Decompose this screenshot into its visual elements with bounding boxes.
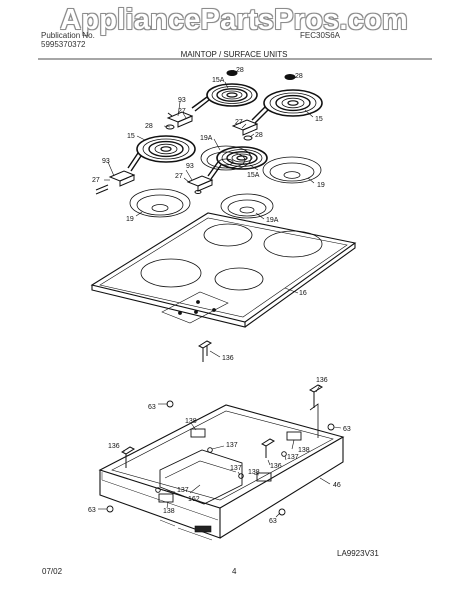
label-136: 136: [270, 463, 282, 470]
bracket-136-center-right: [260, 438, 276, 458]
label-137: 137: [287, 454, 299, 461]
publication-label: Publication No.: [41, 31, 95, 40]
terminal-block-93-top: [166, 111, 194, 128]
label-137: 137: [226, 442, 238, 449]
label-93: 93: [178, 97, 186, 104]
maintop-16: [90, 212, 357, 328]
screw-137-set: [155, 447, 287, 493]
label-19a: 19A: [266, 217, 279, 224]
label-19a: 19A: [200, 135, 213, 142]
part-labels: 28 15A 28 93 27 28 15 27 19A 28 15 93 27…: [88, 67, 351, 525]
label-93: 93: [102, 158, 110, 165]
label-15: 15: [127, 133, 135, 140]
watermark: AppliancePartsPros.com: [60, 4, 408, 36]
diagram-code: LA9923V31: [337, 549, 379, 558]
bracket-136-center: [197, 340, 213, 362]
page-number: 4: [232, 567, 237, 576]
surface-coil-15a-back: [191, 83, 258, 112]
label-28: 28: [255, 132, 263, 139]
screw-63-set: [106, 400, 335, 516]
terminal-block-93-left: [95, 170, 136, 195]
label-63: 63: [148, 404, 156, 411]
burner-box-46: [98, 403, 345, 541]
bracket-136-left: [120, 446, 136, 468]
label-63: 63: [343, 426, 351, 433]
drip-pan-19a-front: [220, 193, 274, 219]
label-19: 19: [126, 216, 134, 223]
label-27: 27: [175, 173, 183, 180]
surface-coil-15-back-right: [251, 89, 323, 124]
publication-number: 5995370372: [41, 40, 86, 49]
label-28: 28: [236, 67, 244, 74]
label-63: 63: [88, 507, 96, 514]
label-46: 46: [333, 482, 341, 489]
label-28: 28: [145, 123, 153, 130]
label-137: 137: [230, 465, 242, 472]
label-63: 63: [269, 518, 277, 525]
label-138: 138: [298, 447, 310, 454]
footer-date: 07/02: [42, 567, 63, 576]
leader-lines: [98, 69, 342, 518]
label-162: 162: [188, 496, 200, 503]
label-16: 16: [299, 290, 307, 297]
label-136: 136: [316, 377, 328, 384]
model-number: FEC30S6A: [300, 31, 341, 40]
label-28: 28: [295, 73, 303, 80]
bracket-136-rear-right: [308, 384, 324, 408]
drip-pan-19-left: [129, 188, 191, 218]
label-136: 136: [108, 443, 120, 450]
terminal-block-93-right: [231, 119, 259, 136]
label-15a: 15A: [212, 77, 225, 84]
label-136: 136: [222, 355, 234, 362]
label-15: 15: [315, 116, 323, 123]
label-138: 138: [185, 418, 197, 425]
label-93: 93: [186, 163, 194, 170]
label-19: 19: [317, 182, 325, 189]
label-138: 138: [248, 469, 260, 476]
drip-pan-19a-back: [200, 145, 252, 171]
label-27: 27: [178, 108, 186, 115]
label-27: 27: [235, 119, 243, 126]
label-15a: 15A: [247, 172, 260, 179]
surface-coil-15-front-left: [127, 135, 196, 172]
terminal-block-93-center: [186, 175, 214, 192]
label-137: 137: [177, 487, 189, 494]
label-27: 27: [92, 177, 100, 184]
drip-pan-19-right: [262, 156, 322, 184]
label-138: 138: [163, 508, 175, 515]
section-title: MAINTOP / SURFACE UNITS: [180, 50, 288, 59]
